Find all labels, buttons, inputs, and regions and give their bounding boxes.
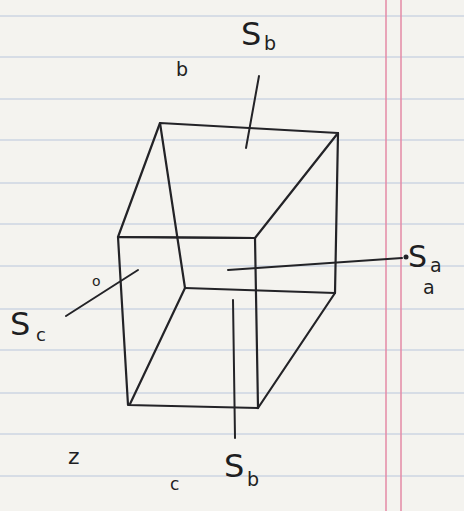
face-letter: o xyxy=(92,274,101,288)
face-letter: b xyxy=(176,60,188,79)
ruled-lines xyxy=(0,16,464,476)
leader-dot xyxy=(404,255,409,260)
face-subscript: b xyxy=(247,470,259,489)
face-letter: a xyxy=(423,278,435,297)
face-subscript: b xyxy=(264,34,276,53)
face-symbol: S xyxy=(10,308,30,340)
leader-lines xyxy=(66,76,402,438)
face-subscript: a xyxy=(430,256,442,275)
face-symbol: S xyxy=(224,450,244,482)
face-symbol: S xyxy=(241,18,261,50)
face-letter: c xyxy=(170,476,179,493)
face-symbol: S xyxy=(408,242,427,272)
corner-letter: z xyxy=(68,446,80,468)
face-subscript: c xyxy=(36,326,46,344)
margin-lines xyxy=(386,0,401,511)
